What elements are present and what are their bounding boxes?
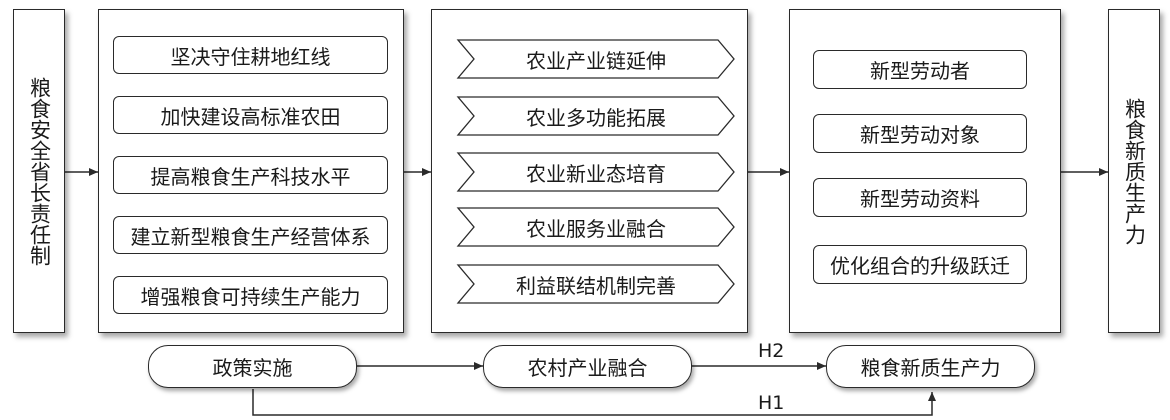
- h2-label: H2: [758, 340, 785, 362]
- chevron-shape: [456, 264, 735, 304]
- integration-node: 农村产业融合: [483, 345, 692, 388]
- integration-item: 农业产业链延伸: [526, 48, 666, 73]
- factor-item: 新型劳动资料: [813, 178, 1027, 217]
- left-panel: 粮食安全省长责任制: [13, 9, 65, 333]
- arrow-h1: [252, 389, 936, 416]
- factor-item: 新型劳动对象: [813, 114, 1027, 153]
- right-panel: 粮食新质生产力: [1108, 9, 1160, 333]
- measure-item: 提高粮食生产科技水平: [113, 156, 388, 194]
- integration-item: 农业多功能拓展: [526, 105, 666, 130]
- chevron-shape: [456, 96, 735, 136]
- factor-item: 优化组合的升级跃迁: [813, 245, 1027, 284]
- measure-item: 坚决守住耕地红线: [113, 36, 388, 74]
- measure-item: 加快建设高标准农田: [113, 96, 388, 134]
- productivity-node: 粮食新质生产力: [826, 345, 1035, 388]
- integration-item: 农业服务业融合: [526, 216, 666, 241]
- chevron-shape: [456, 152, 735, 192]
- measure-item: 建立新型粮食生产经营体系: [113, 216, 388, 254]
- right-panel-text: 粮食新质生产力: [1122, 97, 1147, 245]
- policy-node: 政策实施: [148, 345, 357, 388]
- left-panel-text: 粮食安全省长责任制: [27, 76, 52, 266]
- h1-label: H1: [758, 392, 785, 414]
- measure-item: 增强粮食可持续生产能力: [113, 276, 388, 314]
- integration-item: 利益联结机制完善: [516, 273, 676, 298]
- chevron-shape: [456, 207, 735, 247]
- integration-item: 农业新业态培育: [526, 161, 666, 186]
- chevron-shape: [456, 39, 735, 79]
- factor-item: 新型劳动者: [813, 50, 1027, 89]
